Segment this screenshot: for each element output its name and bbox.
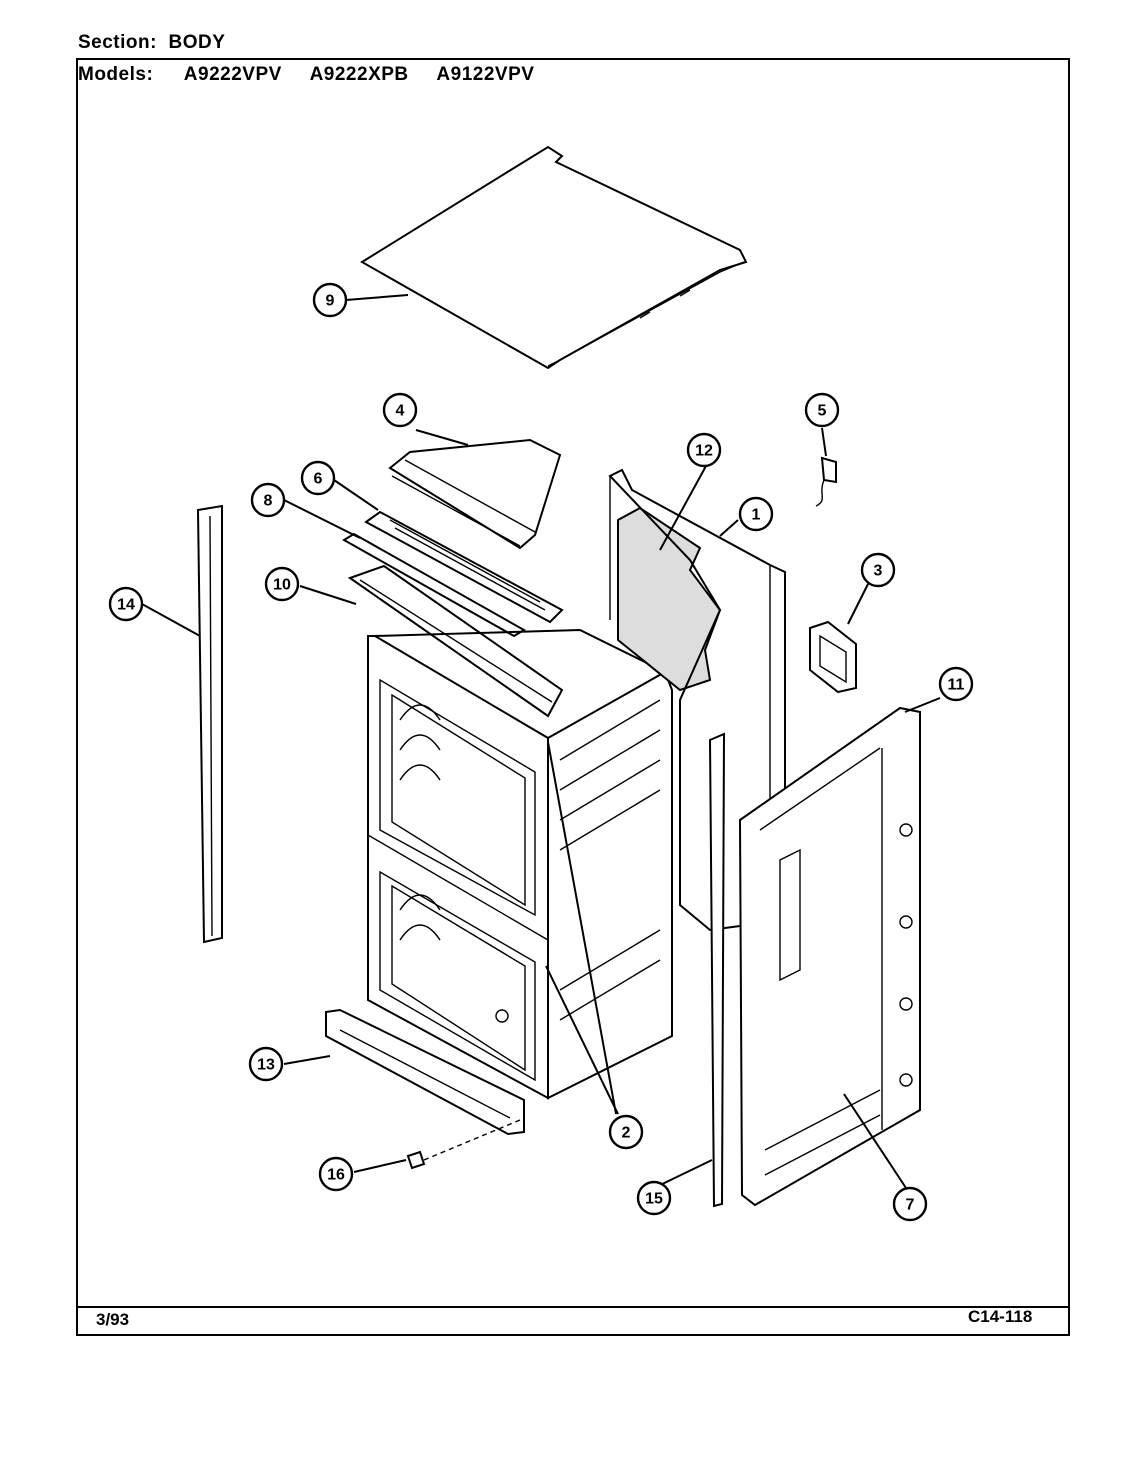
- part-trim-strip: [342, 532, 526, 638]
- svg-text:15: 15: [645, 1191, 663, 1208]
- part-power-cord: [815, 456, 837, 507]
- callout-2: 2: [608, 1114, 644, 1150]
- svg-text:4: 4: [396, 403, 405, 420]
- callout-7: 7: [892, 1186, 928, 1222]
- callout-12: 12: [686, 432, 722, 468]
- footer-divider: [76, 1306, 1070, 1308]
- callout-1: 1: [738, 496, 774, 532]
- callout-16: 16: [318, 1156, 354, 1192]
- callout-14: 14: [108, 586, 144, 622]
- svg-text:14: 14: [117, 597, 135, 614]
- model-1: A9222VPV: [183, 64, 282, 85]
- section-title: Section: BODY: [78, 32, 225, 54]
- footer-date: 3/93: [96, 1310, 130, 1329]
- callout-3: 3: [860, 552, 896, 588]
- callout-11: 11: [938, 666, 974, 702]
- part-oven-body: [367, 628, 673, 1100]
- part-front-rail: [347, 564, 564, 718]
- diagram-frame: [76, 58, 1070, 1336]
- svg-text:8: 8: [264, 493, 273, 510]
- part-left-trim: [196, 504, 223, 944]
- callout-5: 5: [804, 392, 840, 428]
- model-3: A9122VPV: [436, 64, 535, 85]
- svg-text:1: 1: [752, 507, 761, 524]
- svg-text:2: 2: [622, 1125, 631, 1142]
- svg-text:6: 6: [314, 471, 323, 488]
- models-line: Models: A9222VPV A9222XPB A9122VPV: [78, 64, 556, 86]
- part-screw: [406, 1009, 509, 1170]
- svg-text:9: 9: [326, 293, 335, 310]
- part-vent-strip: [364, 510, 564, 624]
- part-top-panel: [360, 145, 748, 370]
- part-side-panel: [738, 706, 921, 1207]
- svg-text:13: 13: [257, 1057, 275, 1074]
- callout-10: 10: [264, 566, 300, 602]
- section-value: BODY: [168, 32, 226, 53]
- part-top-duct: [388, 438, 562, 550]
- svg-text:12: 12: [695, 443, 713, 460]
- callout-6: 6: [300, 460, 336, 496]
- part-insulation: [617, 506, 722, 692]
- part-junction-box: [809, 620, 857, 694]
- callout-8: 8: [250, 482, 286, 518]
- callout-9: 9: [312, 282, 348, 318]
- leader-lines: [141, 294, 941, 1189]
- section-label: Section:: [78, 32, 157, 53]
- callout-4: 4: [382, 392, 418, 428]
- svg-text:11: 11: [948, 677, 965, 694]
- svg-text:7: 7: [906, 1197, 915, 1214]
- svg-text:16: 16: [327, 1167, 345, 1184]
- part-bottom-trim: [325, 1008, 525, 1136]
- callout-13: 13: [248, 1046, 284, 1082]
- svg-text:3: 3: [874, 563, 883, 580]
- part-right-trim: [708, 732, 726, 1208]
- footer-code: C14-118: [968, 1307, 1033, 1326]
- svg-text:10: 10: [273, 577, 291, 594]
- svg-text:5: 5: [818, 403, 827, 420]
- model-2: A9222XPB: [309, 64, 409, 85]
- callout-15: 15: [636, 1180, 672, 1216]
- models-label: Models:: [78, 64, 154, 85]
